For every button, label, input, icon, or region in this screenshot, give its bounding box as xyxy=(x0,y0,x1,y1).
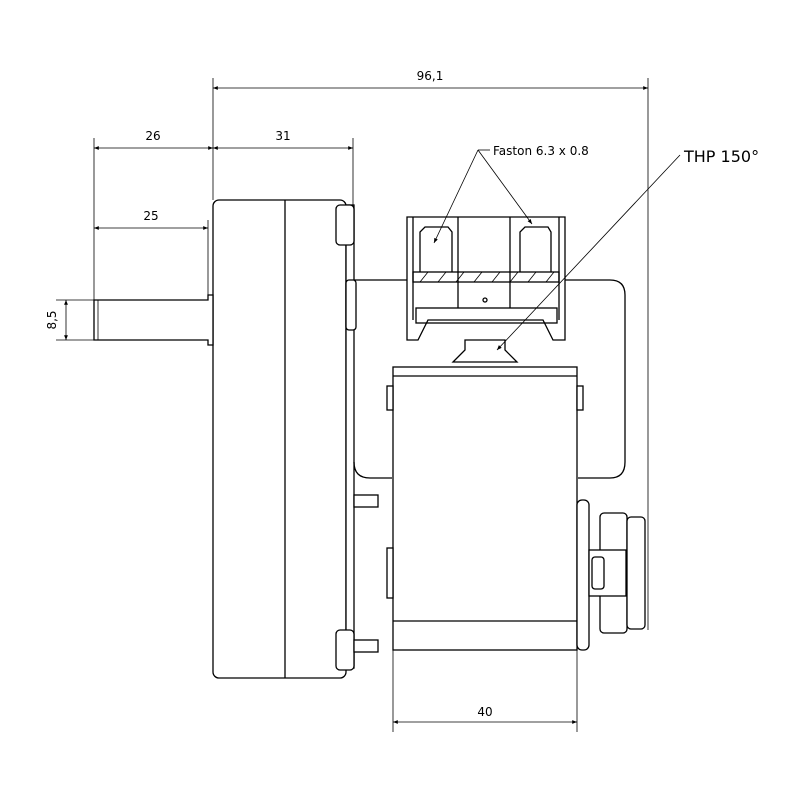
motor-body xyxy=(386,366,590,651)
gearbox-housing xyxy=(212,199,357,679)
terminal-block xyxy=(406,216,566,341)
output-shaft xyxy=(93,294,214,346)
mounting-bracket xyxy=(353,279,626,653)
thermostat-annotation: THP 150° xyxy=(683,147,759,166)
side-connector xyxy=(588,512,646,634)
dim-housing-depth: 31 xyxy=(275,129,290,143)
dim-motor-width: 40 xyxy=(477,705,492,719)
faston-annotation: Faston 6.3 x 0.8 xyxy=(493,144,589,158)
dim-shaft-diameter: 8,5 xyxy=(45,310,59,329)
dim-shaft-usable: 25 xyxy=(143,209,158,223)
dim-overall-width: 96,1 xyxy=(417,69,444,83)
dim-shaft-length: 26 xyxy=(145,129,160,143)
dimension-lines xyxy=(56,78,681,732)
thermostat-thp xyxy=(451,339,519,363)
